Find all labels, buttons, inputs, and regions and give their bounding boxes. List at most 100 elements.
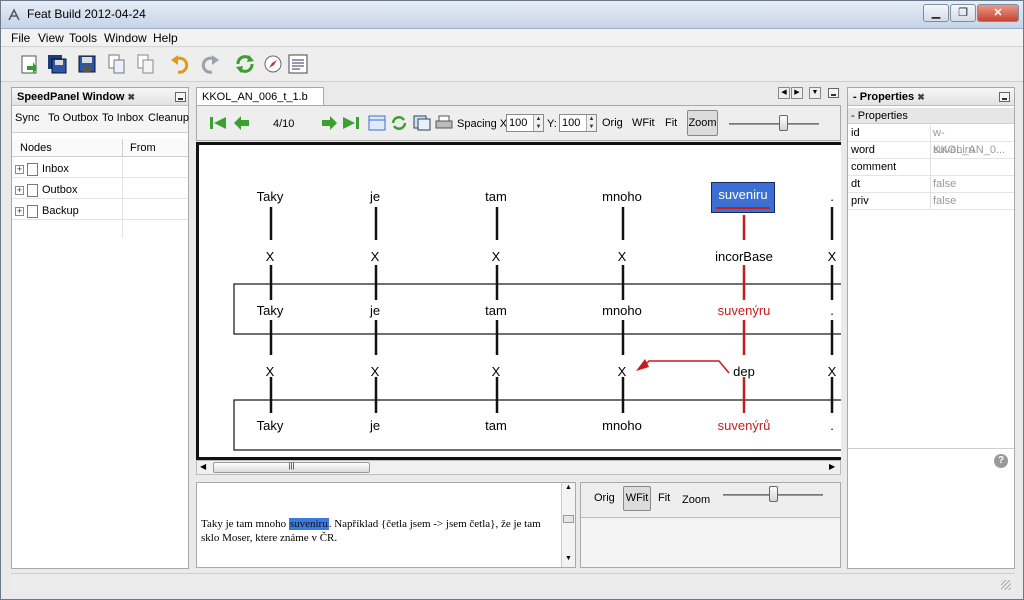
close-button[interactable]: ✕ — [977, 4, 1019, 22]
orig-button[interactable]: Orig — [602, 117, 623, 129]
next-page-icon[interactable] — [320, 115, 338, 131]
column-nodes[interactable]: Nodes — [20, 142, 52, 154]
canvas-horizontal-scrollbar[interactable]: ◀ ||| ▶ — [196, 460, 841, 475]
tree-canvas[interactable]: Taky je tam mnoho suveniru . X X X X inc… — [196, 142, 841, 460]
first-page-icon[interactable] — [209, 115, 227, 131]
token-row3-1[interactable]: Taky — [256, 303, 284, 318]
node-row2-4[interactable]: X — [617, 249, 627, 264]
compass-icon[interactable] — [262, 52, 284, 76]
properties-sheet-icon[interactable] — [287, 52, 309, 76]
menu-window[interactable]: Window — [104, 31, 147, 45]
node-row4-5[interactable]: dep — [733, 364, 755, 379]
scroll-down-arrow[interactable]: ▼ — [565, 555, 572, 562]
expand-icon[interactable]: + — [15, 206, 24, 216]
sentence-text-pane[interactable]: Taky je tam mnoho suveniru. Například {č… — [196, 482, 576, 568]
to-outbox-button[interactable]: To Outbox — [48, 112, 99, 124]
spinner-arrows[interactable]: ▲▼ — [586, 115, 596, 131]
node-row2-3[interactable]: X — [491, 249, 501, 264]
save-all-icon[interactable] — [46, 52, 68, 76]
node-row4-4[interactable]: X — [617, 364, 627, 379]
node-row4-1[interactable]: X — [265, 364, 275, 379]
mini-fit-button[interactable]: Fit — [658, 492, 671, 504]
editor-tab[interactable]: KKOL_AN_006_t_1.b ✖ — [196, 87, 324, 114]
to-inbox-button[interactable]: To Inbox — [102, 112, 144, 124]
token-row5-5[interactable]: suvenýrů — [717, 418, 771, 433]
redo-icon[interactable] — [199, 52, 221, 76]
undo-icon[interactable] — [169, 52, 191, 76]
scroll-thumb[interactable] — [563, 515, 574, 523]
mini-zoom-button[interactable]: Zoom — [682, 494, 711, 506]
copy-icon[interactable] — [106, 52, 128, 76]
node-row2-1[interactable]: X — [265, 249, 275, 264]
close-tab-icon[interactable]: ✖ — [127, 92, 136, 102]
spinner-arrows[interactable]: ▲▼ — [533, 115, 543, 131]
scroll-right-arrow[interactable]: ▶ — [829, 462, 836, 471]
tree-node-outbox[interactable]: + Outbox — [12, 182, 188, 199]
zoom-slider-track[interactable] — [729, 123, 819, 125]
token-row5-6[interactable]: . — [830, 418, 834, 433]
cleanup-button[interactable]: Cleanup — [148, 112, 189, 124]
token-row5-3[interactable]: tam — [485, 418, 507, 433]
token-row5-4[interactable]: mnoho — [602, 418, 642, 433]
fit-button[interactable]: Fit — [665, 117, 678, 129]
menu-file[interactable]: File — [11, 31, 31, 45]
export-image-icon[interactable] — [413, 115, 431, 131]
token-row1-1[interactable]: Taky — [256, 189, 284, 204]
expand-icon[interactable]: + — [15, 164, 24, 174]
tab-scroll-left-button[interactable]: ◀ — [778, 87, 790, 99]
properties-section-header[interactable]: - Properties — [848, 108, 1014, 124]
minimize-panel-button[interactable] — [999, 92, 1010, 102]
tree-node-inbox[interactable]: + Inbox — [12, 161, 188, 178]
node-row4-3[interactable]: X — [491, 364, 501, 379]
expand-icon[interactable]: + — [15, 185, 24, 195]
spacing-x-spinner[interactable]: 100▲▼ — [506, 114, 544, 132]
node-row2-5[interactable]: incorBase — [715, 249, 773, 264]
token-row3-2[interactable]: je — [369, 303, 381, 318]
restore-button[interactable]: ❐ — [950, 4, 976, 22]
token-row3-5[interactable]: suvenýru — [717, 303, 771, 318]
print-icon[interactable] — [435, 115, 453, 131]
wfit-button[interactable]: WFit — [632, 117, 655, 129]
property-row-comment[interactable]: comment — [848, 159, 1014, 176]
menu-tools[interactable]: Tools — [69, 31, 98, 45]
sync-button[interactable]: Sync — [15, 112, 40, 124]
last-page-icon[interactable] — [342, 115, 360, 131]
tab-list-button[interactable]: ▼ — [809, 87, 821, 99]
menu-view[interactable]: View — [38, 31, 64, 45]
mini-orig-button[interactable]: Orig — [594, 492, 615, 504]
node-row2-6[interactable]: X — [827, 249, 837, 264]
resize-grip-icon[interactable] — [1001, 580, 1011, 590]
token-row1-2[interactable]: je — [369, 189, 381, 204]
zoom-button[interactable]: Zoom — [687, 110, 718, 136]
tab-scroll-right-button[interactable]: ▶ — [791, 87, 803, 99]
minimize-button[interactable]: ▁ — [923, 4, 949, 22]
scroll-thumb[interactable]: ||| — [213, 462, 370, 473]
minimize-panel-button[interactable] — [175, 92, 186, 102]
menu-help[interactable]: Help — [153, 31, 178, 45]
refresh-icon[interactable] — [390, 114, 408, 132]
tree-node-backup[interactable]: + Backup — [12, 203, 188, 220]
column-from[interactable]: From — [130, 142, 156, 154]
token-row3-3[interactable]: tam — [485, 303, 507, 318]
paste-icon[interactable] — [135, 52, 157, 76]
text-vertical-scrollbar[interactable]: ▲ ▼ — [561, 483, 575, 567]
token-row5-2[interactable]: je — [369, 418, 381, 433]
save-icon[interactable] — [76, 52, 98, 76]
token-row1-5-selected[interactable]: suveniru — [711, 182, 775, 213]
scroll-up-arrow[interactable]: ▲ — [565, 484, 572, 491]
node-row4-2[interactable]: X — [370, 364, 380, 379]
refresh-icon[interactable] — [234, 52, 256, 76]
token-row1-6[interactable]: . — [830, 189, 834, 204]
token-row1-4[interactable]: mnoho — [602, 189, 642, 204]
token-row3-4[interactable]: mnoho — [602, 303, 642, 318]
spacing-y-spinner[interactable]: 100▲▼ — [559, 114, 597, 132]
layout-icon[interactable] — [368, 115, 386, 131]
previous-page-icon[interactable] — [233, 115, 251, 131]
help-icon[interactable]: ? — [994, 454, 1008, 468]
open-icon[interactable] — [19, 52, 41, 76]
token-row5-1[interactable]: Taky — [256, 418, 284, 433]
scroll-left-arrow[interactable]: ◀ — [200, 462, 207, 471]
